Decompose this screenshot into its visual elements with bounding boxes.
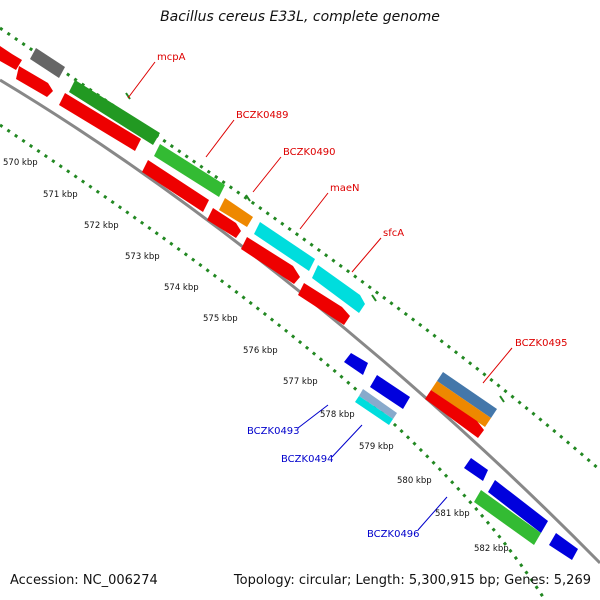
gene-box-bczk0494 [355, 396, 393, 425]
kbp-label: 576 kbp [243, 346, 278, 356]
gene-box-bczk0490 [219, 198, 253, 227]
gene-label-group: mcpA BCZK0489 BCZK0490 maeN sfcA BCZK049… [157, 52, 568, 540]
gene-box-maen [254, 222, 315, 271]
leader-bczk0495 [482, 347, 513, 384]
gene-box [488, 480, 548, 533]
tick-dash [371, 294, 377, 302]
kbp-label: 580 kbp [397, 476, 432, 486]
gene-box-sfca [312, 265, 365, 313]
gene-box-bczk0489 [154, 144, 225, 197]
kbp-label: 578 kbp [320, 410, 355, 420]
gene-box-bczk0495-blue [437, 372, 497, 418]
kbp-label: 572 kbp [84, 221, 119, 231]
kbp-label: 574 kbp [164, 283, 199, 293]
gene-box-mcpa [69, 80, 160, 145]
leader-bczk0496 [417, 496, 448, 531]
gene-box [30, 48, 65, 78]
reverse-genes [344, 353, 578, 560]
leader-bczk0494 [331, 424, 363, 458]
gene-label-mcpa: mcpA [157, 52, 186, 63]
tick-dash [125, 92, 131, 100]
leader-bczk0490 [252, 156, 282, 193]
kbp-label: 575 kbp [203, 314, 238, 324]
kbp-label: 581 kbp [435, 509, 470, 519]
gene-arrow [549, 533, 578, 560]
gene-label-bczk0495: BCZK0495 [515, 338, 568, 349]
gene-box [370, 375, 410, 409]
topology-text: Topology: circular; Length: 5,300,915 bp… [233, 573, 591, 588]
leader-maen [299, 192, 329, 230]
kbp-label: 570 kbp [3, 158, 38, 168]
gene-label-bczk0494: BCZK0494 [281, 454, 334, 465]
accession-text: Accession: NC_006274 [10, 573, 158, 588]
gene-label-bczk0496: BCZK0496 [367, 529, 420, 540]
gene-label-bczk0490: BCZK0490 [283, 147, 336, 158]
gene-label-bczk0489: BCZK0489 [236, 110, 289, 121]
tick-dash [245, 194, 251, 202]
gene-label-bczk0493: BCZK0493 [247, 426, 300, 437]
kbp-label: 573 kbp [125, 252, 160, 262]
gene-arrow [207, 208, 241, 238]
tick-dashes [125, 92, 505, 403]
kbp-label: 571 kbp [43, 190, 78, 200]
gene-box-bczk0495-orange [431, 381, 491, 427]
map-title: Bacillus cereus E33L, complete genome [160, 9, 440, 25]
gene-box-bczk0496 [474, 490, 541, 545]
kbp-label: 577 kbp [283, 377, 318, 387]
kbp-label: 579 kbp [359, 442, 394, 452]
gene-box [241, 237, 300, 284]
kbp-label: 582 kbp [474, 544, 509, 554]
leader-mcpa [127, 61, 156, 99]
gene-label-sfca: sfcA [383, 228, 404, 239]
dotted-track-inner [0, 123, 547, 600]
leader-bczk0489 [205, 119, 235, 158]
leader-sfca [351, 237, 382, 273]
gene-arrow [344, 353, 368, 375]
label-leaders [127, 61, 513, 531]
gene-label-maen: maeN [330, 183, 360, 194]
gene-box-bczk0493 [359, 389, 397, 419]
gene-arrow [464, 458, 488, 481]
gene-box [298, 283, 350, 325]
forward-genes [0, 46, 497, 438]
tick-dash [499, 395, 505, 403]
gene-box [142, 160, 209, 212]
kbp-scale: 570 kbp 571 kbp 572 kbp 573 kbp 574 kbp … [3, 158, 509, 554]
gene-arrow [16, 66, 53, 97]
gene-box [59, 93, 141, 151]
gene-box [425, 390, 484, 438]
leader-bczk0493 [297, 404, 329, 429]
gene-arrow [0, 46, 22, 70]
